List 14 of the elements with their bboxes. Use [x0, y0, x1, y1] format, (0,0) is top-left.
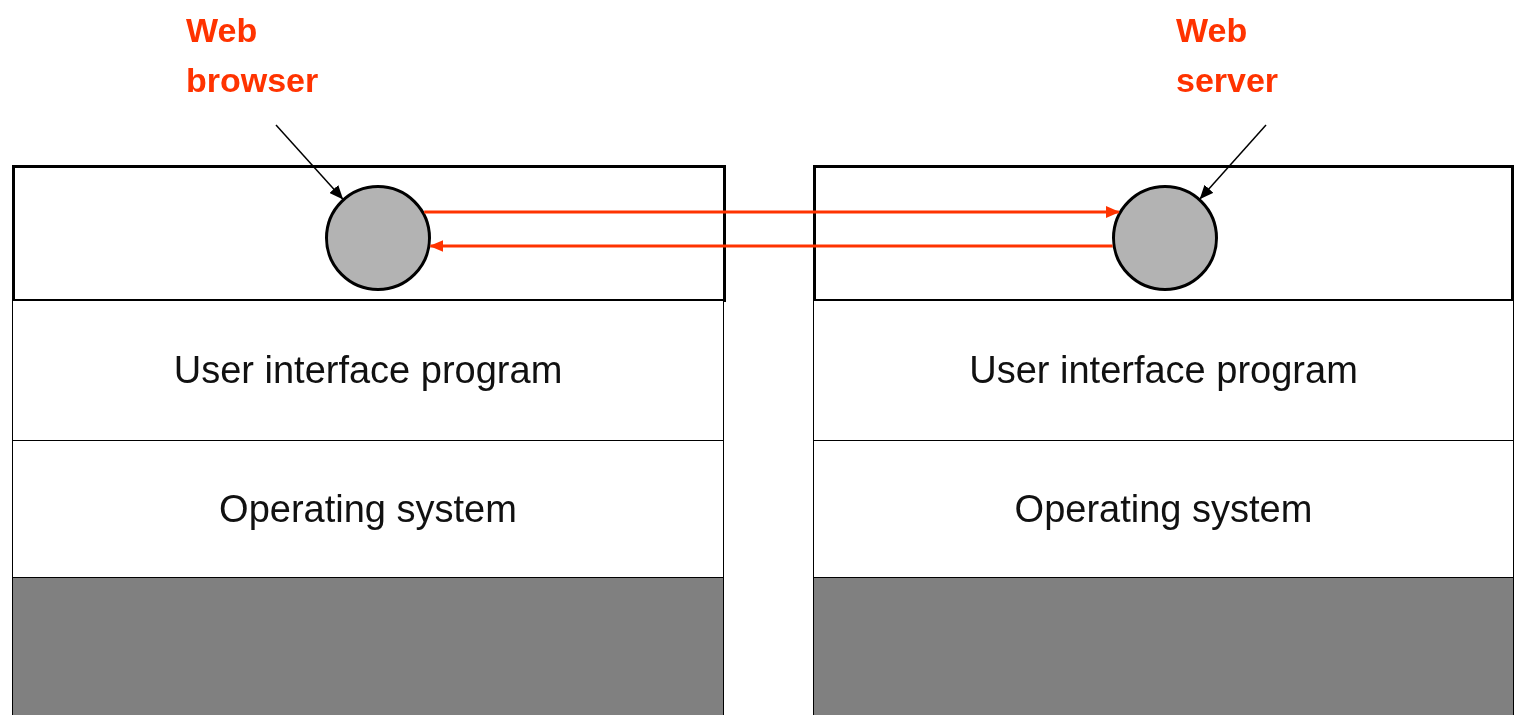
hardware-layer-box	[813, 577, 1514, 715]
arrow	[424, 206, 1120, 218]
layer-box	[813, 165, 1514, 302]
layer-box: User interface program	[813, 300, 1514, 441]
leader-line	[1199, 124, 1267, 200]
component-label: Web browser	[186, 5, 366, 105]
component-label: Web server	[1176, 5, 1356, 105]
layer-box: User interface program	[12, 300, 724, 441]
layer-box: Operating system	[12, 440, 724, 578]
leader-line	[275, 124, 344, 200]
hardware-layer-box	[12, 577, 724, 715]
layer-box	[12, 165, 726, 302]
arrow	[429, 240, 1113, 252]
layer-box: Operating system	[813, 440, 1514, 578]
